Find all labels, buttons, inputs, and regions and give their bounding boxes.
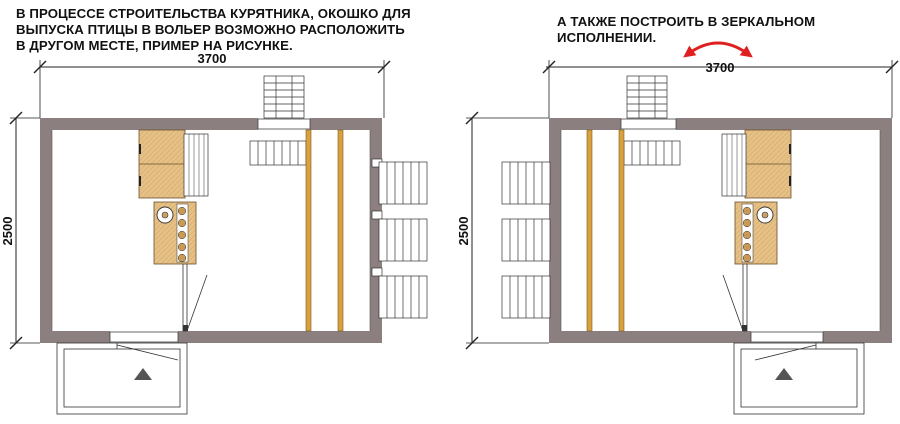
note-mirror-version: А ТАКЖЕ ПОСТРОИТЬ В ЗЕРКАЛЬНОМ ИСПОЛНЕНИ… [557,14,816,45]
perch-ladder [249,140,307,166]
top-feeder-mirrored [626,75,668,119]
entrance-opening-mirrored [750,331,824,343]
window-top [257,118,311,130]
partition-posts-mirrored [586,129,625,332]
side-feeders [371,158,428,319]
nest-boxes-mirrored [721,129,792,199]
side-feeders-mirrored [501,161,551,319]
width-dimension: 3700 [33,51,391,118]
entrance-steps-mirrored [733,342,865,415]
note-window-placement: В ПРОЦЕССЕ СТРОИТЕЛЬСТВА КУРЯТНИКА, ОКОШ… [16,6,416,54]
feeder-table [153,201,197,265]
top-feeder [263,75,305,119]
note-left-line-2: ВЫПУСКА ПТИЦЫ В ВОЛЬЕР ВОЗМОЖНО РАСПОЛОЖ… [16,22,405,37]
depth-dimension-label: 2500 [0,217,15,246]
depth-dimension: 2500 [0,111,40,350]
up-triangle-icon-mirrored [775,368,793,380]
width-dimension-label-mirrored: 3700 [706,60,735,75]
depth-dimension-label-mirrored: 2500 [456,217,471,246]
width-dimension-mirrored: 3700 [542,60,899,118]
nest-boxes [138,129,209,199]
up-triangle-icon [134,368,152,380]
window-top-mirrored [620,118,677,130]
outer-walls [40,118,382,343]
depth-dimension-mirrored: 2500 [456,111,549,350]
entrance-steps [56,342,188,415]
double-headed-curved-arrow-icon [683,41,753,58]
note-left-line-1: В ПРОЦЕССЕ СТРОИТЕЛЬСТВА КУРЯТНИКА, ОКОШ… [16,6,411,21]
plan-mirrored: 3700 2500 [456,41,899,415]
note-left-line-3: В ДРУГОМ МЕСТЕ, ПРИМЕР НА РИСУНКЕ. [16,38,293,53]
outer-walls-mirrored [549,118,892,343]
entrance-opening [109,331,179,343]
partition-posts [305,129,344,332]
feeder-table-mirrored [734,201,778,265]
inner-partition [182,263,208,332]
perch-ladder-mirrored [623,140,681,166]
width-dimension-label: 3700 [198,51,227,66]
plan-original: 3700 2500 [0,51,428,415]
inner-partition-mirrored [722,263,748,332]
